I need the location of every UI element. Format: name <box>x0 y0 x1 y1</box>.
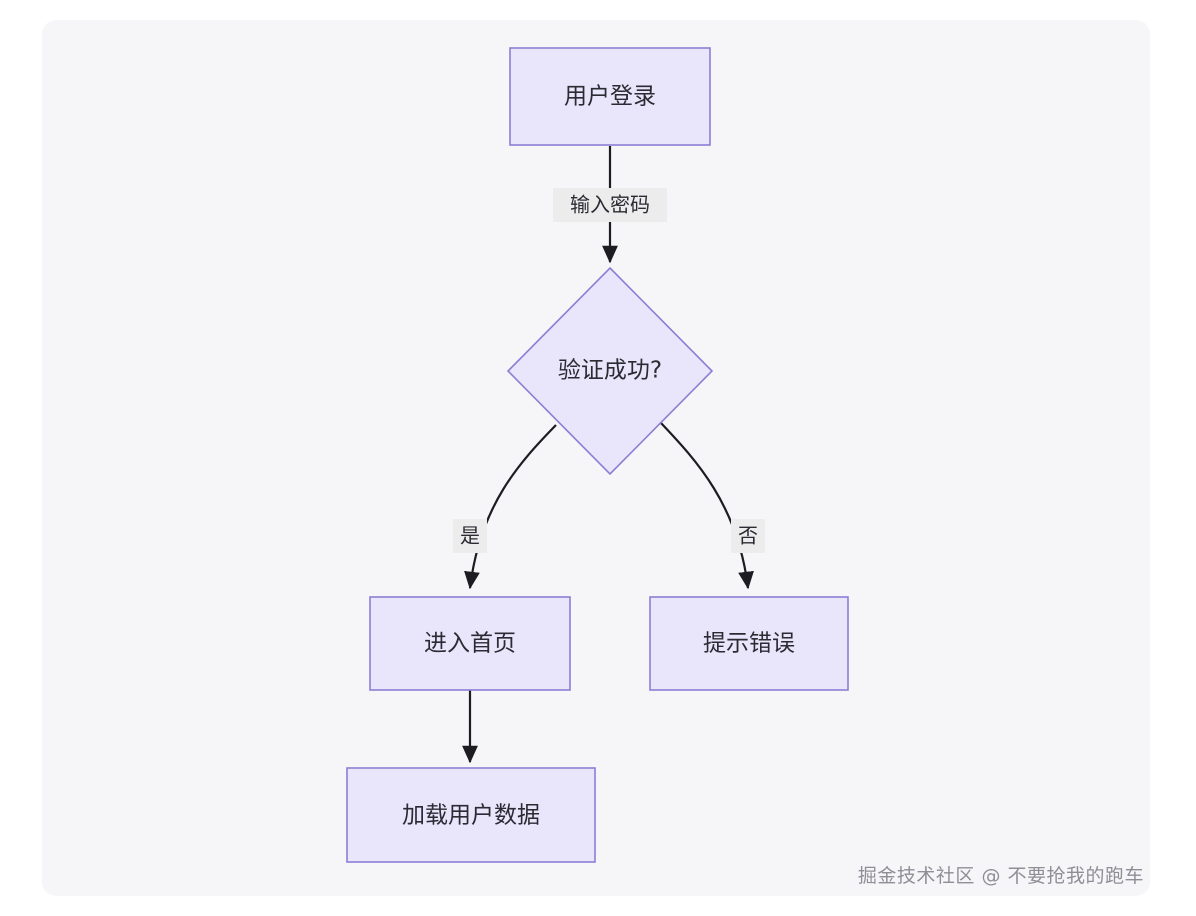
edge-label-no: 否 <box>738 524 758 548</box>
node-label-load-user-data: 加载用户数据 <box>402 803 540 829</box>
node-shape-show-error[interactable] <box>649 596 849 691</box>
node-shape-verify-success[interactable] <box>506 266 714 476</box>
watermark-text: 掘金技术社区 @ 不要抢我的跑车 <box>857 865 1144 887</box>
node-load-user-data[interactable]: 加载用户数据 <box>346 767 596 863</box>
node-user-login[interactable]: 用户登录 <box>509 47 711 146</box>
node-label-enter-homepage: 进入首页 <box>424 631 516 657</box>
edge-verify-to-error: 否 <box>660 422 765 590</box>
edge-verify-to-home: 是 <box>453 424 557 590</box>
node-enter-homepage[interactable]: 进入首页 <box>369 596 571 691</box>
edge-label-enter-password: 输入密码 <box>570 193 650 217</box>
node-shape-user-login[interactable] <box>509 47 711 146</box>
edge-path-verify-home <box>464 424 557 590</box>
node-label-verify-success: 验证成功? <box>558 358 662 384</box>
node-verify-success[interactable]: 验证成功? <box>506 266 714 476</box>
edge-label-yes: 是 <box>460 524 480 548</box>
node-label-show-error: 提示错误 <box>703 631 795 657</box>
node-label-user-login: 用户登录 <box>564 84 656 110</box>
node-show-error[interactable]: 提示错误 <box>649 596 849 691</box>
node-shape-enter-homepage[interactable] <box>369 596 571 691</box>
edge-path-verify-error <box>660 422 754 590</box>
edge-login-to-verify: 输入密码 <box>553 146 667 264</box>
edge-label-background-enter-password <box>553 188 667 222</box>
edge-label-background-yes <box>453 519 487 553</box>
edge-label-background-no <box>731 519 765 553</box>
node-shape-load-user-data[interactable] <box>346 767 596 863</box>
